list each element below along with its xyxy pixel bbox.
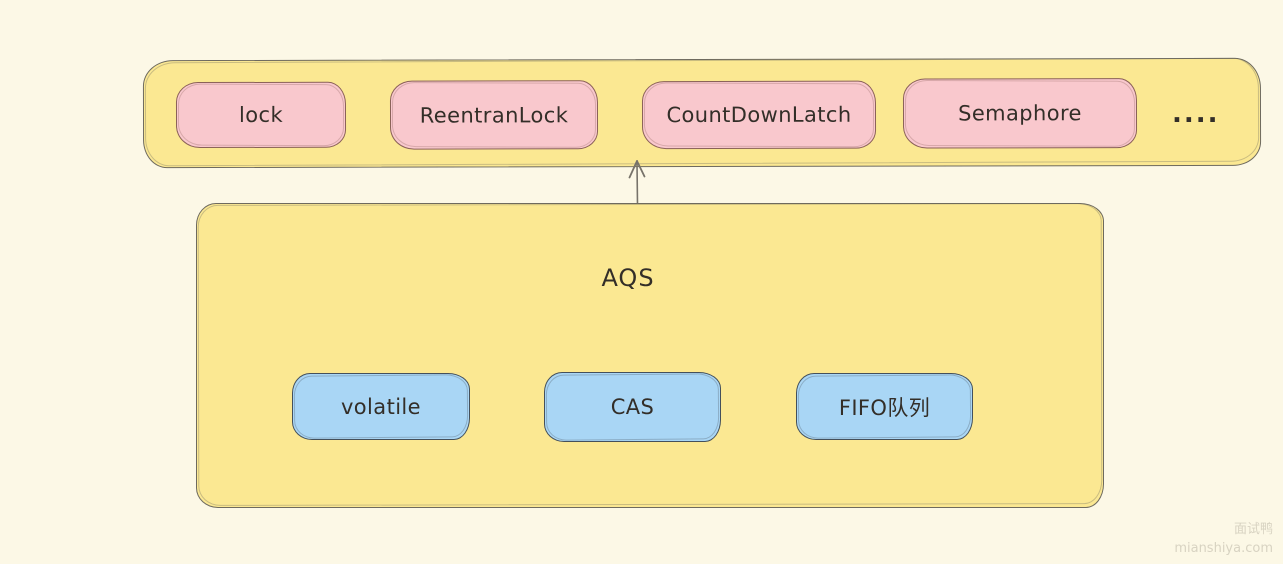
watermark-site: mianshiya.com: [1174, 541, 1273, 557]
node-lock-label: lock: [238, 102, 284, 127]
node-lock: lock: [175, 81, 347, 149]
node-volatile-label: volatile: [340, 394, 421, 419]
node-countdownlatch: CountDownLatch: [641, 80, 877, 150]
aqs-title: AQS: [601, 264, 655, 292]
node-countdownlatch-label: CountDownLatch: [666, 102, 852, 128]
node-cas-label: CAS: [610, 395, 655, 419]
node-reentranlock-label: ReentranLock: [419, 102, 569, 128]
node-reentranlock: ReentranLock: [389, 80, 599, 150]
node-fifo-queue-label: FIFO队列: [838, 395, 931, 420]
synchronizers-container: lock ReentranLock CountDownLatch Semapho…: [142, 57, 1262, 169]
aqs-container: AQS volatile CAS FIFO队列: [196, 203, 1104, 508]
node-volatile: volatile: [292, 373, 470, 440]
node-semaphore: Semaphore: [902, 78, 1138, 149]
watermark-brand: 面试鸭: [1233, 522, 1273, 538]
node-semaphore-label: Semaphore: [958, 101, 1082, 126]
node-cas: CAS: [544, 372, 721, 442]
more-synchronizers-label: ....: [1171, 98, 1220, 130]
watermark: 面试鸭 mianshiya.com: [1174, 521, 1273, 559]
node-fifo-queue: FIFO队列: [796, 373, 973, 440]
